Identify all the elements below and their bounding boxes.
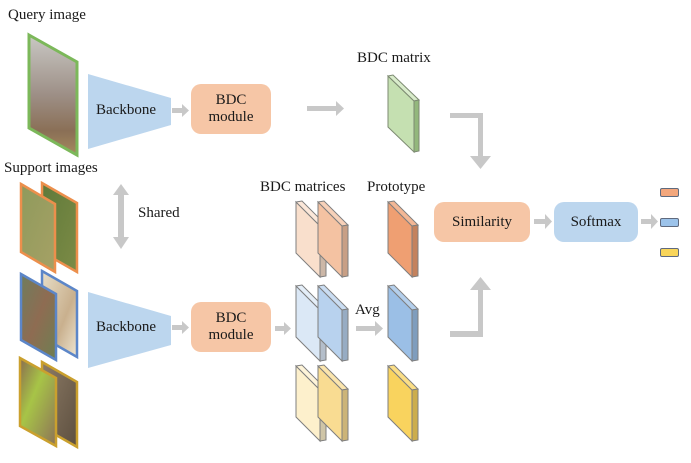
shared-double-arrow [113,184,129,249]
arrow-softmax-to-output [641,214,658,229]
shared-label: Shared [138,205,180,221]
class-2-bdc-matrix-b [316,284,350,363]
arrow-bdc-to-matrix-query [307,101,344,116]
query-bdc-module-line1: BDC [215,92,247,108]
query-backbone: Backbone [96,102,156,118]
support-image-class-3-a [18,355,58,449]
support-image-class-1-a [19,181,57,275]
class-3-output [660,248,679,257]
bdc-matrices-label: BDC matrices [260,179,346,195]
query-bdc-matrix [386,74,421,154]
arrow-similarity-to-softmax [534,214,552,229]
avg-label: Avg [355,302,380,318]
class-3-prototype [386,364,420,443]
arrow-backbone-to-bdc-query [172,104,189,117]
support-images-label: Support images [4,160,98,176]
class-3-bdc-matrix-b [316,364,350,443]
query-backbone-shape [88,74,171,149]
similarity-box: Similarity [434,202,530,242]
prototype-label: Prototype [367,179,426,195]
class-2-prototype [386,284,420,363]
support-bdc-module-line1: BDC [215,310,247,326]
class-1-prototype [386,200,420,279]
query-image-label: Query image [8,7,86,23]
softmax-box: Softmax [554,202,638,242]
query-bdc-module-line2: module [208,109,254,125]
support-backbone-shape [88,292,171,368]
support-backbone: Backbone [96,319,156,335]
arrow-bdc-to-matrices-support [275,322,291,335]
class-1-bdc-matrix-b [316,200,350,279]
support-image-class-2-a [19,271,58,363]
arrow-avg [356,321,383,336]
arrow-prototype-to-similarity [450,277,491,337]
class-2-output [660,218,679,227]
arrow-matrix-to-similarity [450,113,491,169]
query-image [27,32,79,158]
class-1-output [660,188,679,197]
support-bdc-module-line2: module [208,327,254,343]
bdc-matrix-label: BDC matrix [357,50,431,66]
arrow-backbone-to-bdc-support [172,321,189,334]
